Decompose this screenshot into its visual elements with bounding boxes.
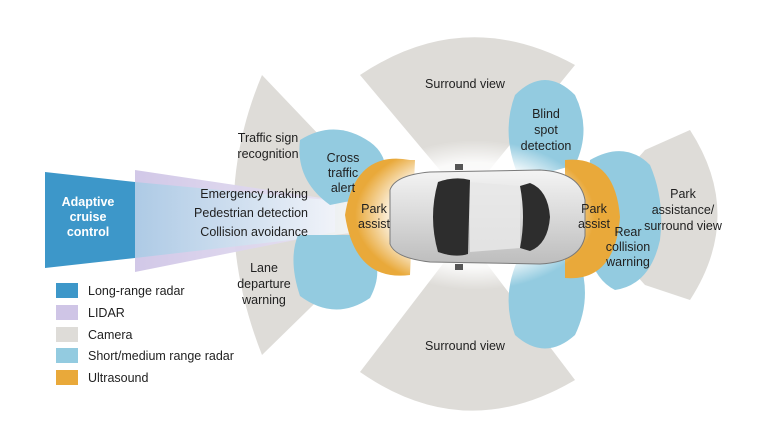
adaptive-cruise-line-1: Adaptive <box>62 195 115 209</box>
short-radar-front-bottom <box>293 235 378 310</box>
label-traffic-sign: Traffic sign recognition <box>237 131 298 161</box>
legend-label-camera: Camera <box>88 328 133 342</box>
lane-departure-line-1: Lane <box>250 261 278 275</box>
cross-traffic-line-1: Cross <box>327 151 360 165</box>
camera-zone-top <box>360 37 575 200</box>
label-park-assist-rear: Park assist <box>578 202 610 231</box>
label-surround-view-bottom: Surround view <box>425 339 506 353</box>
legend-swatch-camera <box>56 327 78 342</box>
cross-traffic-line-2: traffic <box>328 166 358 180</box>
car <box>389 164 586 270</box>
traffic-sign-line-1: Traffic sign <box>238 131 298 145</box>
legend-label-long-range-radar: Long-range radar <box>88 284 185 298</box>
label-cross-traffic: Cross traffic alert <box>327 151 360 195</box>
blind-spot-line-1: Blind <box>532 107 560 121</box>
adaptive-cruise-line-3: control <box>67 225 109 239</box>
blind-spot-line-2: spot <box>534 123 558 137</box>
legend-label-lidar: LIDAR <box>88 306 125 320</box>
adaptive-cruise-line-2: cruise <box>70 210 107 224</box>
long-range-radar-zone <box>45 172 135 268</box>
label-emergency-braking: Emergency braking <box>200 187 308 201</box>
label-collision-avoidance: Collision avoidance <box>200 225 308 239</box>
rear-collision-line-3: warning <box>605 255 650 269</box>
label-blind-spot: Blind spot detection <box>521 107 572 153</box>
rear-collision-line-1: Rear <box>614 225 641 239</box>
label-pedestrian-detection: Pedestrian detection <box>194 206 308 220</box>
lane-departure-line-2: departure <box>237 277 291 291</box>
label-lane-departure: Lane departure warning <box>237 261 291 307</box>
legend-swatch-short-medium-radar <box>56 348 78 363</box>
label-park-surround: Park assistance/ surround view <box>644 187 723 233</box>
park-surround-line-1: Park <box>670 187 696 201</box>
legend-swatch-lidar <box>56 305 78 320</box>
traffic-sign-line-2: recognition <box>237 147 298 161</box>
label-park-assist-front: Park assist <box>358 202 390 231</box>
legend-label-ultrasound: Ultrasound <box>88 371 148 385</box>
lane-departure-line-3: warning <box>241 293 286 307</box>
label-surround-view-top: Surround view <box>425 77 506 91</box>
park-assist-front-line-1: Park <box>361 202 387 216</box>
rear-collision-line-2: collision <box>606 240 651 254</box>
park-assist-rear-line-2: assist <box>578 217 610 231</box>
park-surround-line-3: surround view <box>644 219 723 233</box>
legend-swatch-long-range-radar <box>56 283 78 298</box>
legend: Long-range radar LIDAR Camera Short/medi… <box>56 283 234 385</box>
label-adaptive-cruise: Adaptive cruise control <box>62 195 115 239</box>
camera-zone-bottom <box>360 235 575 411</box>
park-assist-front-line-2: assist <box>358 217 390 231</box>
legend-swatch-ultrasound <box>56 370 78 385</box>
cross-traffic-line-3: alert <box>331 181 356 195</box>
legend-label-short-medium-radar: Short/medium range radar <box>88 349 234 363</box>
park-surround-line-2: assistance/ <box>652 203 715 217</box>
long-range-radar-beam <box>135 182 360 258</box>
blind-spot-line-3: detection <box>521 139 572 153</box>
park-assist-rear-line-1: Park <box>581 202 607 216</box>
label-rear-collision: Rear collision warning <box>605 225 650 269</box>
